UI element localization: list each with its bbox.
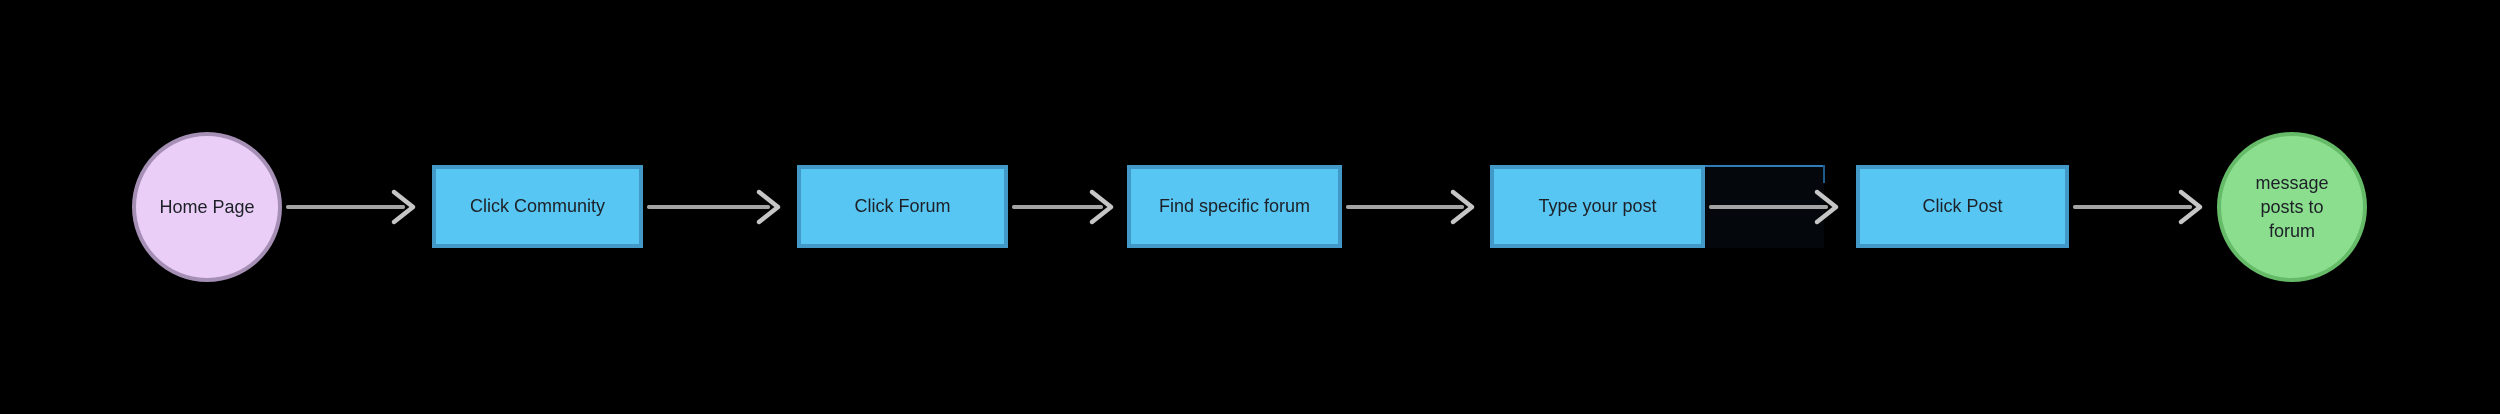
node-label: message posts to forum [2255,173,2329,241]
flowchart-node-find-specific-forum[interactable]: Find specific forum [1127,165,1342,248]
node-label: Click Community [469,196,606,216]
arrow-shaft [286,205,405,209]
node-label: Type your post [1538,196,1657,216]
flowchart-node-click-community[interactable]: Click Community [432,165,643,248]
flowchart-node-message-posts-to-forum[interactable]: message posts to forum [2217,132,2367,282]
connector-find-to-type[interactable] [1346,187,1476,227]
node-label: Home Page [159,196,255,217]
node-label: Click Post [1922,196,2003,216]
node-label: Click Forum [854,196,951,216]
arrow-shaft [1346,205,1464,209]
connector-home-to-community[interactable] [286,187,417,227]
stray-line-artifact [1705,165,1825,167]
connector-post-to-end[interactable] [2073,187,2204,227]
node-label: Find specific forum [1158,196,1311,216]
stray-line-end-tick [1823,165,1825,183]
arrow-shaft [1709,205,1828,209]
arrowhead-icon [1089,189,1114,225]
arrowhead-icon [391,189,416,225]
flowchart-node-click-forum[interactable]: Click Forum [797,165,1008,248]
flowchart-node-type-your-post[interactable]: Type your post [1490,165,1705,248]
arrow-shaft [1012,205,1103,209]
flowchart-node-click-post[interactable]: Click Post [1856,165,2069,248]
arrowhead-icon [2178,189,2203,225]
connector-type-to-post[interactable] [1709,187,1840,227]
arrowhead-icon [756,189,781,225]
arrowhead-icon [1450,189,1475,225]
arrowhead-icon [1814,189,1839,225]
connector-forum-to-find[interactable] [1012,187,1115,227]
connector-community-to-forum[interactable] [647,187,782,227]
arrow-shaft [2073,205,2192,209]
arrow-shaft [647,205,770,209]
flowchart-node-home-page[interactable]: Home Page [132,132,282,282]
